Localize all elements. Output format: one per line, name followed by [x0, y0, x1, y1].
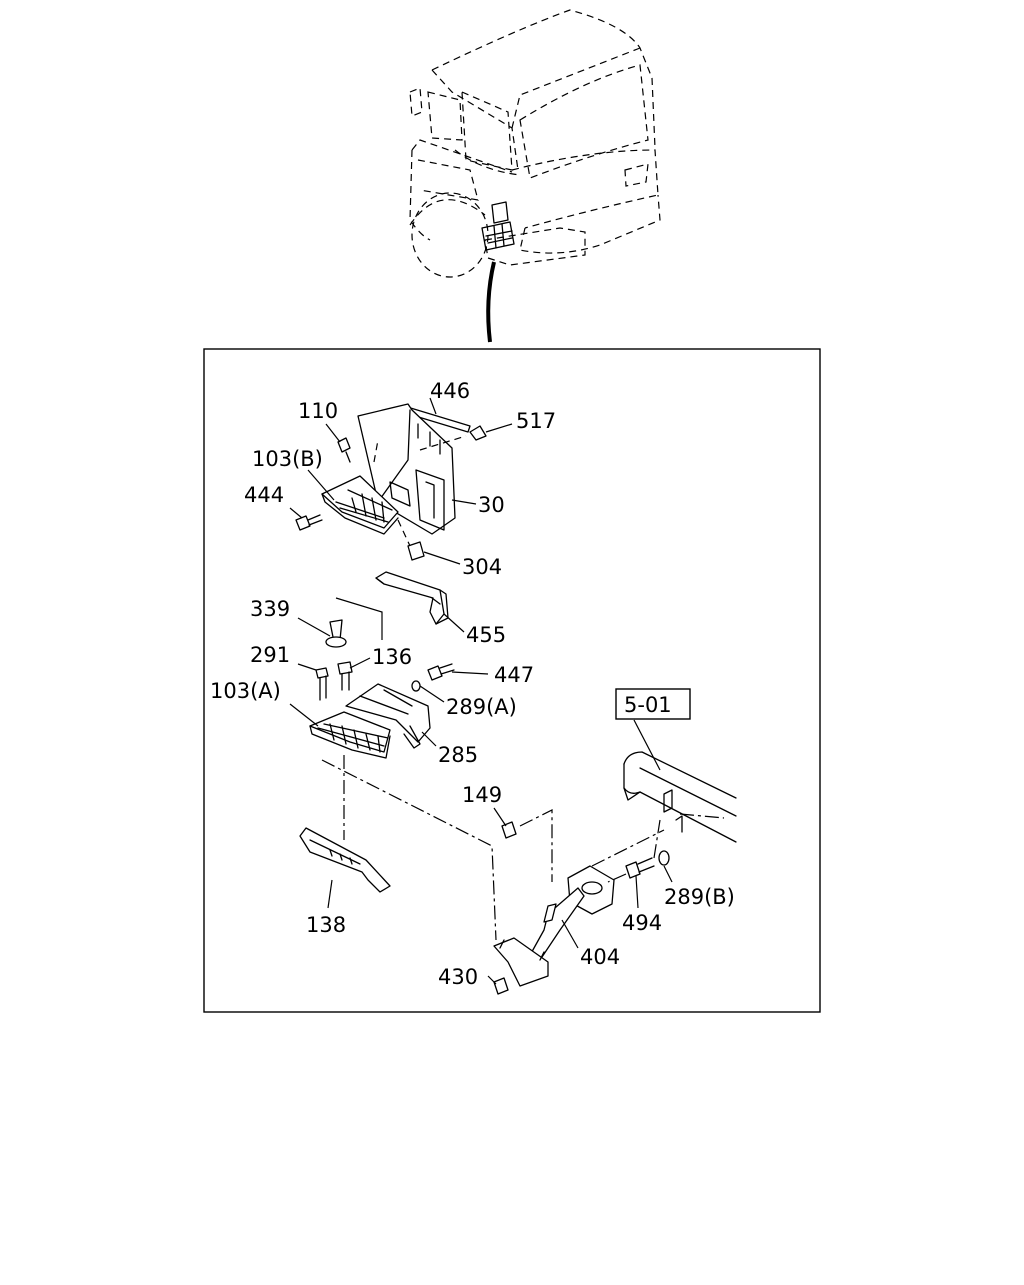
lower-step-assembly	[309, 683, 431, 759]
callout-285: 285	[438, 743, 478, 767]
callout-444: 444	[244, 483, 284, 507]
callout-289a: 289(A)	[446, 695, 517, 719]
step-cover-138	[299, 827, 391, 893]
callout-304: 304	[462, 555, 502, 579]
callout-339: 339	[250, 597, 290, 621]
callout-136: 136	[372, 645, 412, 669]
callout-447: 447	[494, 663, 534, 687]
callout-30: 30	[478, 493, 505, 517]
step-stay-404	[493, 865, 615, 987]
assembly-lines	[321, 755, 665, 941]
callout-430: 430	[438, 965, 478, 989]
reference-box-label: 5-01	[624, 693, 672, 717]
frame-rail	[623, 719, 737, 843]
callout-103a: 103(A)	[210, 679, 281, 703]
callout-110: 110	[298, 399, 338, 423]
bracket-455	[375, 571, 449, 625]
callout-455: 455	[466, 623, 506, 647]
reference-box	[615, 688, 691, 720]
callout-289b: 289(B)	[664, 885, 735, 909]
callout-291: 291	[250, 643, 290, 667]
callout-labels: 446 110 517 103(B) 444 30 304 339 455 29…	[210, 379, 735, 989]
upper-step-assembly	[295, 403, 487, 561]
bolt-339	[325, 619, 347, 648]
callout-494: 494	[622, 911, 662, 935]
callout-404: 404	[580, 945, 620, 969]
callout-103b: 103(B)	[252, 447, 323, 471]
detail-frame	[203, 348, 821, 1013]
leader-lines	[289, 397, 673, 985]
callout-446: 446	[430, 379, 470, 403]
callout-138: 138	[306, 913, 346, 937]
truck-cab-illustration	[409, 9, 661, 343]
callout-149: 149	[462, 783, 502, 807]
bolts-middle	[315, 661, 455, 701]
callout-517: 517	[516, 409, 556, 433]
